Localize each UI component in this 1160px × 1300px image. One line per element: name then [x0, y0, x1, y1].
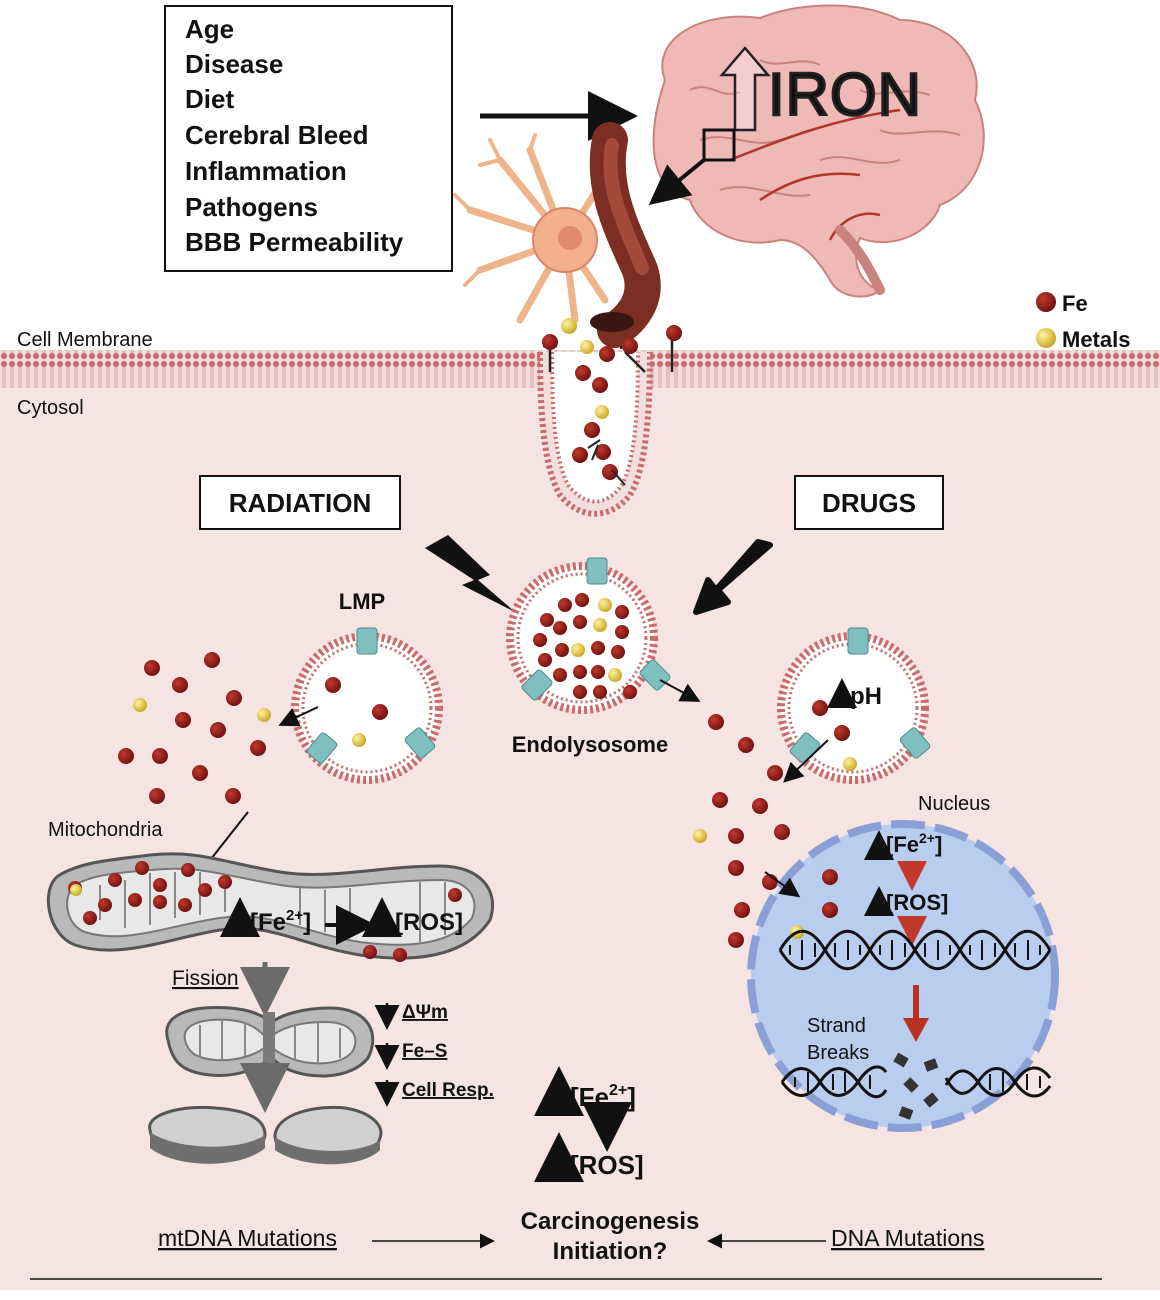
nucleus-ros-label: [ROS] [886, 890, 948, 915]
radiation-label: RADIATION [229, 488, 372, 518]
ph-label: pH [850, 683, 882, 710]
drugs-label: DRUGS [822, 488, 916, 518]
mitochondria-label: Mitochondria [48, 819, 163, 841]
loss-membrane-potential: ΔΨm [402, 1002, 448, 1023]
factor-disease: Disease [185, 49, 283, 79]
cytosolic-iron-left [118, 652, 271, 804]
iron-increase-icon [719, 46, 771, 132]
radiation-lightning-icon [425, 535, 515, 612]
loss-cell-respiration: Cell Resp. [402, 1080, 494, 1101]
factor-age: Age [185, 14, 234, 44]
legend-fe-label: Fe [1062, 291, 1088, 316]
loss-fe-s: Fe–S [402, 1041, 447, 1062]
strand-breaks-label-2: Breaks [807, 1042, 869, 1064]
factor-bbb-permeability: BBB Permeability [185, 227, 404, 257]
cell-membrane-label: Cell Membrane [17, 329, 153, 351]
zoom-arrow [648, 158, 706, 206]
dna-fragments [893, 1052, 939, 1120]
dna-mutations-label: DNA Mutations [831, 1225, 984, 1251]
mito-loss-list: ΔΨm Fe–S Cell Resp. [374, 1002, 494, 1107]
astrocyte-illustration [453, 133, 609, 324]
drugs-box [794, 475, 944, 530]
factors-list: Age Disease Diet Cerebral Bleed Inflamma… [185, 14, 404, 257]
nucleus [747, 820, 1059, 1132]
mitochondria-daughters [148, 1105, 383, 1165]
radiation-box [199, 475, 401, 530]
ph-lysosome [777, 627, 931, 784]
iron-label: IRON [768, 61, 922, 128]
cytosol-label: Cytosol [17, 397, 84, 419]
dna-helix-intact [778, 929, 1052, 971]
membrane-particles [542, 318, 682, 480]
endolysosome-leak-arrow [659, 679, 701, 702]
legend-metals-icon [1036, 328, 1056, 348]
drugs-arrow-icon [693, 539, 773, 615]
legend-metals-label: Metals [1062, 327, 1130, 352]
endolysosome-label: Endolysosome [512, 732, 668, 757]
ph-leak-arrow [783, 739, 829, 783]
initiation-label: Initiation? [553, 1238, 668, 1265]
lmp-lysosome [291, 627, 443, 784]
lmp-leak-arrow [278, 706, 319, 727]
legend-fe-icon [1036, 292, 1056, 312]
nucleus-fe-label: [Fe2+] [886, 830, 942, 857]
dna-damage-arrow [903, 985, 929, 1042]
factor-pathogens: Pathogens [185, 192, 318, 222]
nuclear-iron [790, 869, 838, 939]
factor-diet: Diet [185, 84, 234, 114]
dna-helix-broken [780, 1065, 1052, 1099]
nucleus-label: Nucleus [918, 793, 990, 815]
center-ros-label: [ROS] [570, 1150, 644, 1180]
factor-cerebral-bleed: Cerebral Bleed [185, 120, 369, 150]
zoom-box [702, 128, 736, 162]
mitochondrion-dividing [165, 1005, 375, 1078]
mito-fe-label: [Fe2+] [250, 907, 311, 936]
factors-box [164, 5, 453, 272]
carcinogenesis-label: Carcinogenesis [521, 1208, 700, 1235]
cytosolic-iron-right [693, 714, 790, 948]
iron-to-nucleus-arrow [764, 871, 801, 898]
lmp-label: LMP [339, 589, 385, 614]
factor-inflammation: Inflammation [185, 156, 347, 186]
strand-breaks-label-1: Strand [807, 1015, 866, 1037]
mtdna-mutations-label: mtDNA Mutations [158, 1225, 337, 1251]
fission-label: Fission [172, 967, 239, 990]
endolysosome [506, 557, 671, 714]
mito-ros-label: [ROS] [395, 909, 463, 936]
